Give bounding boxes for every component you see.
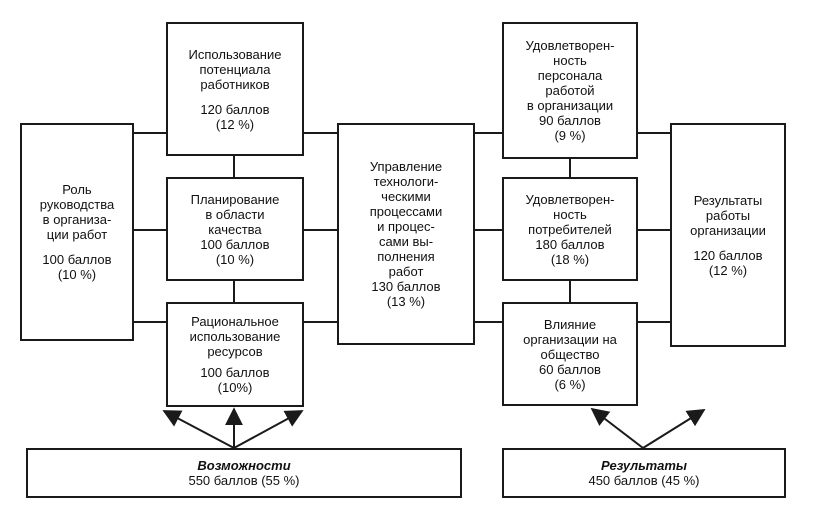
resources-percent: (10%) xyxy=(217,380,253,395)
staff-potential-title: Использование потенциала работников xyxy=(188,46,282,92)
quality-planning-title: Планирование в области качества xyxy=(190,191,280,237)
org-results-title: Результаты работы организации xyxy=(690,192,766,238)
process-management-percent: (13 %) xyxy=(386,294,426,309)
customer-satisfaction-points: 180 баллов xyxy=(535,236,605,252)
society-impact-title: Влияние организации на общество xyxy=(523,316,617,362)
box-leadership: Роль руководства в организа- ции работ 1… xyxy=(20,123,134,341)
arrow-enablers-right xyxy=(233,410,304,449)
results-value: 450 баллов (45 %) xyxy=(588,473,700,488)
arrow-results-right xyxy=(642,409,706,449)
leadership-points: 100 баллов xyxy=(42,252,112,267)
box-enablers-summary: Возможности 550 баллов (55 %) xyxy=(26,448,462,498)
staff-satisfaction-percent: (9 %) xyxy=(554,128,586,143)
box-results-summary: Результаты 450 баллов (45 %) xyxy=(502,448,786,498)
box-process-management: Управление технологи- ческими процессами… xyxy=(337,123,475,345)
box-customer-satisfaction: Удовлетворен- ность потребителей 180 бал… xyxy=(502,177,638,281)
staff-potential-points: 120 баллов xyxy=(200,101,270,117)
quality-planning-percent: (10 %) xyxy=(215,251,255,267)
staff-potential-percent: (12 %) xyxy=(215,116,255,132)
society-impact-points: 60 баллов xyxy=(539,361,601,377)
quality-planning-points: 100 баллов xyxy=(200,236,270,252)
box-society-impact: Влияние организации на общество 60 балло… xyxy=(502,302,638,406)
customer-satisfaction-percent: (18 %) xyxy=(550,251,590,267)
box-staff-satisfaction: Удовлетворен- ность персонала работой в … xyxy=(502,22,638,159)
arrow-enablers-left xyxy=(162,410,235,449)
enablers-value: 550 баллов (55 %) xyxy=(188,473,300,488)
customer-satisfaction-title: Удовлетворен- ность потребителей xyxy=(525,191,615,237)
enablers-label: Возможности xyxy=(197,458,291,473)
resources-points: 100 баллов xyxy=(200,365,270,380)
resources-title: Рациональное использование ресурсов xyxy=(189,314,281,359)
leadership-percent: (10 %) xyxy=(57,267,97,282)
results-label: Результаты xyxy=(600,458,688,473)
org-results-points: 120 баллов xyxy=(693,247,763,263)
process-management-points: 130 баллов xyxy=(371,279,441,294)
staff-satisfaction-title: Удовлетворен- ность персонала работой в … xyxy=(525,38,615,113)
box-quality-planning: Планирование в области качества 100 балл… xyxy=(166,177,304,281)
process-management-title: Управление технологи- ческими процессами… xyxy=(369,159,443,279)
box-org-results: Результаты работы организации 120 баллов… xyxy=(670,123,786,347)
staff-satisfaction-points: 90 баллов xyxy=(539,113,601,128)
box-resources: Рациональное использование ресурсов 100 … xyxy=(166,302,304,407)
society-impact-percent: (6 %) xyxy=(554,376,586,392)
leadership-title: Роль руководства в организа- ции работ xyxy=(39,182,115,242)
arrow-results-left xyxy=(590,407,644,449)
box-staff-potential: Использование потенциала работников 120 … xyxy=(166,22,304,156)
org-results-percent: (12 %) xyxy=(708,262,748,278)
